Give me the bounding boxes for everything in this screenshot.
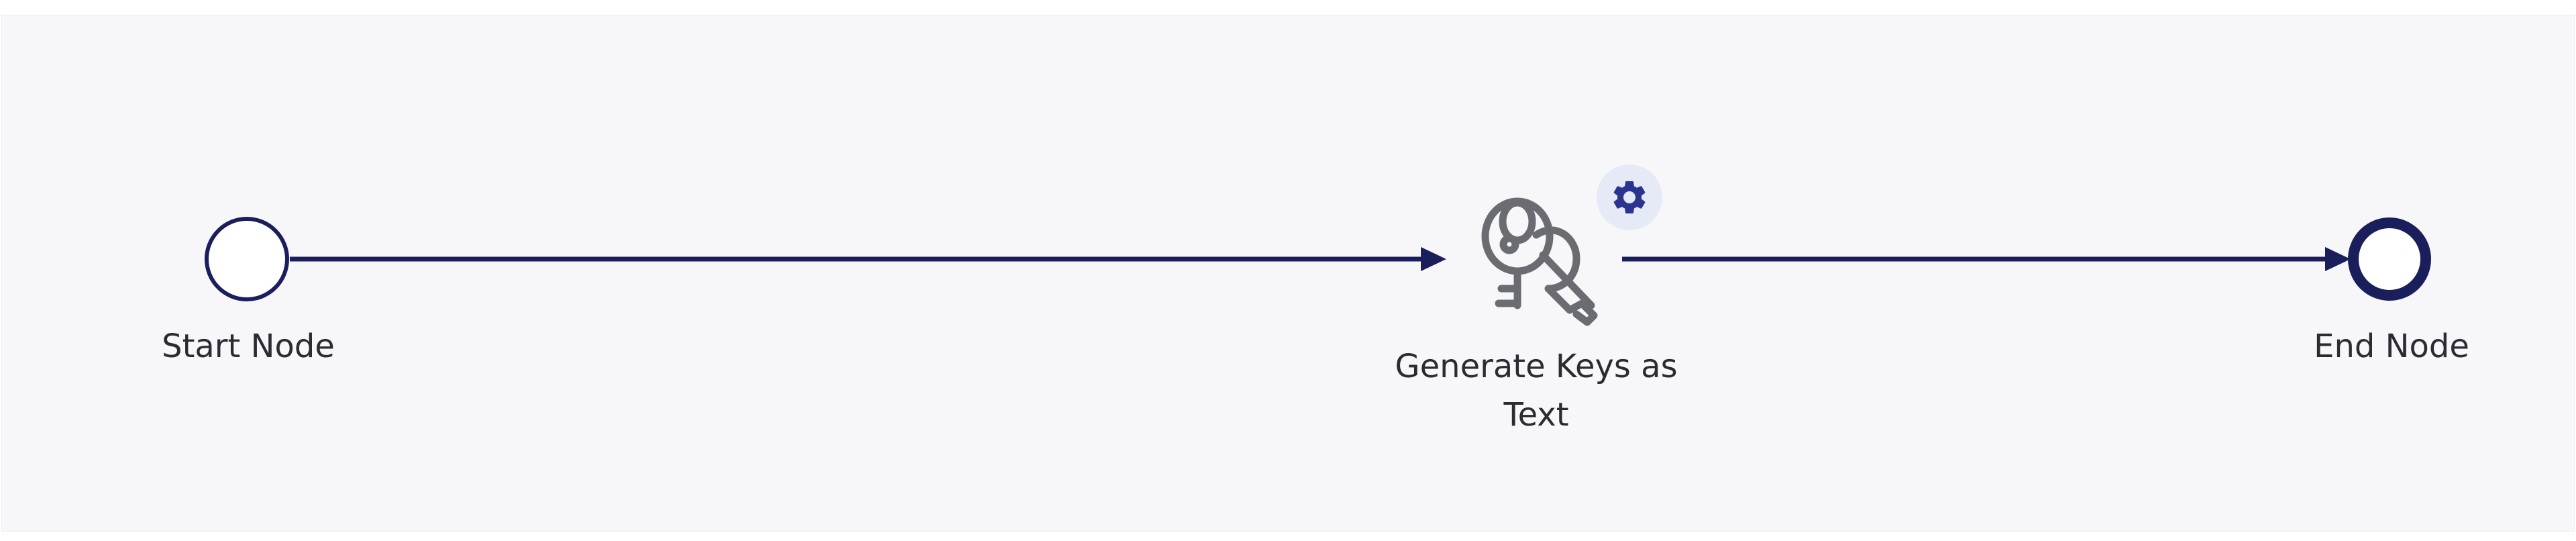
connector-start-to-task[interactable] (290, 247, 1446, 271)
gear-icon (1613, 181, 1646, 213)
connector-task-to-end[interactable] (1622, 247, 2351, 271)
flow-workspace (1, 15, 2575, 532)
end-node-label: End Node (2314, 328, 2469, 365)
arrowhead-icon (2325, 247, 2351, 271)
task-node-label: Generate Keys as Text (1395, 348, 1678, 434)
keys-icon[interactable] (1481, 197, 1598, 326)
node-settings-button[interactable] (1597, 164, 1662, 230)
start-node-circle[interactable] (205, 217, 289, 301)
start-node-label: Start Node (162, 328, 335, 365)
end-node-circle[interactable] (2348, 217, 2431, 301)
arrowhead-icon (1421, 247, 1446, 271)
